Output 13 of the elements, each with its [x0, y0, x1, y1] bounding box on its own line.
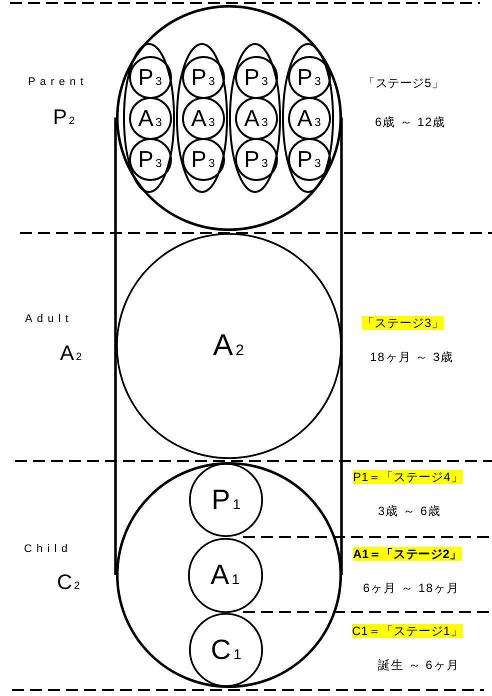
group-label: Parent [28, 76, 88, 90]
stage-label: P1＝「ステージ4」 [353, 470, 464, 484]
stage-label: C1＝「ステージ1」 [352, 624, 464, 638]
stage-label: A1＝「ステージ2」 [353, 546, 462, 562]
group-label: Child [24, 543, 72, 557]
age-range-label: 18ヶ月 ～ 3歳 [370, 350, 454, 364]
stage-label: 「ステージ5」 [363, 76, 444, 90]
group-label: Adult [25, 313, 74, 327]
age-range-label: 6ヶ月 ～ 18ヶ月 [363, 580, 460, 596]
stage-label: 「ステージ3」 [362, 316, 444, 330]
age-range-label: 3歳 ～ 6歳 [378, 504, 442, 518]
age-range-label: 誕生 ～ 6ヶ月 [378, 658, 460, 672]
age-range-label: 6歳 ～ 12歳 [375, 114, 446, 130]
